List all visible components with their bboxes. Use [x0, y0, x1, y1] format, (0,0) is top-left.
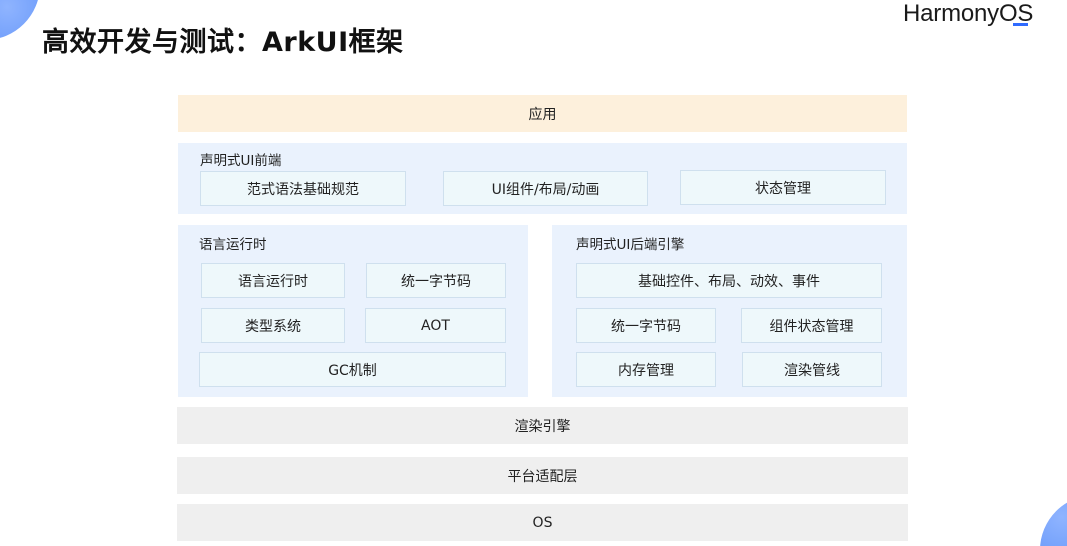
decorative-circle-bottom-right: [1040, 495, 1067, 546]
layer-os-label: OS: [532, 514, 553, 531]
layer-application: 应用: [178, 95, 907, 132]
layer-platform-adaptation-label: 平台适配层: [507, 468, 578, 485]
panel-title: 声明式UI前端: [200, 153, 282, 169]
panel-title: 语言运行时: [199, 237, 267, 253]
layer-application-label: 应用: [528, 106, 557, 123]
layer-render-engine-label: 渲染引擎: [514, 418, 571, 435]
backend-item-controls: 基础控件、布局、动效、事件: [576, 263, 882, 298]
runtime-item-aot: AOT: [365, 308, 506, 343]
decorative-circle-top-left: [0, 0, 40, 40]
backend-item-render-pipeline: 渲染管线: [742, 352, 882, 387]
brand-logo: HarmonyOS: [903, 0, 1034, 27]
layer-render-engine: 渲染引擎: [177, 407, 908, 444]
runtime-item-gc: GC机制: [199, 352, 506, 387]
backend-item-component-state: 组件状态管理: [741, 308, 882, 343]
frontend-item-state-management: 状态管理: [680, 170, 886, 205]
runtime-item-language-runtime: 语言运行时: [201, 263, 345, 298]
page-title: 高效开发与测试：ArkUI框架: [42, 27, 404, 58]
panel-declarative-ui-backend-engine: 声明式UI后端引擎 基础控件、布局、动效、事件 统一字节码 组件状态管理 内存管…: [552, 225, 907, 397]
panel-title: 声明式UI后端引擎: [576, 237, 685, 253]
panel-language-runtime: 语言运行时 语言运行时 统一字节码 类型系统 AOT GC机制: [178, 225, 528, 397]
backend-item-memory: 内存管理: [576, 352, 716, 387]
frontend-item-syntax: 范式语法基础规范: [200, 171, 406, 206]
layer-os: OS: [177, 504, 908, 541]
frontend-item-components: UI组件/布局/动画: [443, 171, 648, 206]
panel-declarative-ui-frontend: 声明式UI前端 范式语法基础规范 UI组件/布局/动画 状态管理: [178, 143, 907, 214]
runtime-item-type-system: 类型系统: [201, 308, 345, 343]
layer-platform-adaptation: 平台适配层: [177, 457, 908, 494]
backend-item-bytecode: 统一字节码: [576, 308, 716, 343]
runtime-item-bytecode: 统一字节码: [366, 263, 506, 298]
brand-logo-accent: [1013, 23, 1028, 26]
